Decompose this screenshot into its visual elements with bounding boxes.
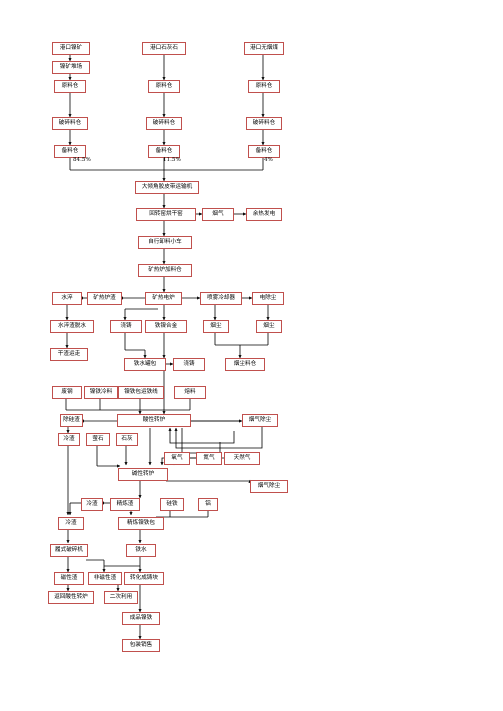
- node-molten-iron: 铁水: [126, 544, 156, 557]
- node-slag-dewatering: 水淬渣脱水: [50, 320, 94, 333]
- node-dust-bin: 烟尘料仓: [225, 358, 265, 371]
- node-cold-slag-3: 冷渣: [58, 517, 84, 530]
- node-rotary-kiln: 回转窑烘干窑: [136, 208, 196, 221]
- node-cold-slag-2: 冷渣: [81, 498, 103, 511]
- node-prep-bin-mid: 备料仓: [148, 145, 180, 158]
- node-lime: 石灰: [116, 433, 138, 446]
- node-dry-slag-removal: 干渣运走: [50, 348, 88, 361]
- node-belt-conveyor: 大倾角胶皮带运输机: [135, 181, 199, 194]
- node-raw-bin-mid: 原料仓: [148, 80, 180, 93]
- node-ferronickel-alloy: 铁镍合金: [145, 320, 187, 333]
- node-port-limestone: 港口石灰石: [142, 42, 186, 55]
- ratio-mid: 11.5%: [163, 157, 181, 163]
- node-raw-bin-left: 原料仓: [54, 80, 86, 93]
- node-basic-converter: 碱性转炉: [118, 468, 168, 481]
- node-crawler-crusher: 履式破碎机: [50, 544, 88, 557]
- node-cast-into-blocks: 转化成铸块: [124, 572, 164, 585]
- node-cold-slag-1: 冷渣: [58, 433, 80, 446]
- node-dust-1: 烟尘: [203, 320, 229, 333]
- node-furnace-feed-bin: 矿热炉加料仓: [138, 264, 192, 277]
- node-flue-dedust-1: 烟气除尘: [242, 414, 278, 427]
- node-hot-metal-ladle: 铁水罐包: [124, 358, 166, 371]
- node-flue-dedust-2: 烟气除尘: [250, 480, 288, 493]
- node-ferronickel-cold: 镍铁冷料: [84, 386, 118, 399]
- ratio-right: 4%: [264, 157, 273, 163]
- node-crushed-bin-mid: 破碎料仓: [146, 117, 182, 130]
- node-flux: 熔料: [174, 386, 206, 399]
- node-port-nickel-ore: 港口镍矿: [52, 42, 90, 55]
- node-furnace-slag: 矿热炉渣: [87, 292, 122, 305]
- node-nonmagnetic-slag: 非磁性渣: [88, 572, 122, 585]
- node-magnetic-slag: 磁性渣: [54, 572, 84, 585]
- node-fluorite: 萤石: [86, 433, 110, 446]
- node-finished-ferronickel: 成品镍铁: [122, 612, 160, 625]
- node-aluminum: 铝: [198, 498, 218, 511]
- node-refined-ferronickel-ladle: 精炼镍铁包: [118, 517, 164, 530]
- node-electrostatic-precipitator: 电除尘: [252, 292, 284, 305]
- node-casting-1: 浇铸: [110, 320, 142, 333]
- node-water-quench: 水淬: [52, 292, 82, 305]
- node-self-unloading-cart: 自行卸料小车: [138, 236, 192, 249]
- node-return-acid-converter: 返回酸性转炉: [48, 591, 94, 604]
- node-casting-2: 浇铸: [173, 358, 205, 371]
- node-packaging-sales: 包装销售: [122, 639, 160, 652]
- node-desilication-slag: 除硅渣: [60, 414, 83, 427]
- ratio-left: 84.5%: [73, 157, 91, 163]
- node-natural-gas: 天然气: [224, 452, 260, 465]
- node-port-anthracite: 港口无烟煤: [244, 42, 284, 55]
- node-acid-converter: 酸性转炉: [117, 414, 191, 427]
- node-ladle-transport-line: 镍铁包运铁线: [118, 386, 164, 399]
- node-secondary-use: 二次利用: [104, 591, 138, 604]
- node-raw-bin-right: 原料仓: [248, 80, 280, 93]
- node-refining-slag: 精炼渣: [110, 498, 140, 511]
- node-crushed-bin-right: 破碎料仓: [246, 117, 282, 130]
- node-flue-gas: 烟气: [202, 208, 234, 221]
- node-crushed-bin-left: 破碎料仓: [52, 117, 88, 130]
- node-oxygen: 氧气: [164, 452, 190, 465]
- node-prep-bin-left: 备料仓: [54, 145, 86, 158]
- node-prep-bin-right: 备料仓: [248, 145, 280, 158]
- node-ore-electric-furnace: 矿热电炉: [145, 292, 182, 305]
- node-nitrogen: 氮气: [196, 452, 222, 465]
- node-scrap-steel: 废钢: [52, 386, 82, 399]
- node-ferrosilicon: 硅铁: [160, 498, 184, 511]
- node-spray-cooler: 喷雾冷却器: [200, 292, 242, 305]
- node-dust-2: 烟尘: [256, 320, 282, 333]
- node-waste-heat-power: 余热发电: [246, 208, 282, 221]
- node-nickel-ore-yard: 镍矿堆场: [52, 61, 90, 74]
